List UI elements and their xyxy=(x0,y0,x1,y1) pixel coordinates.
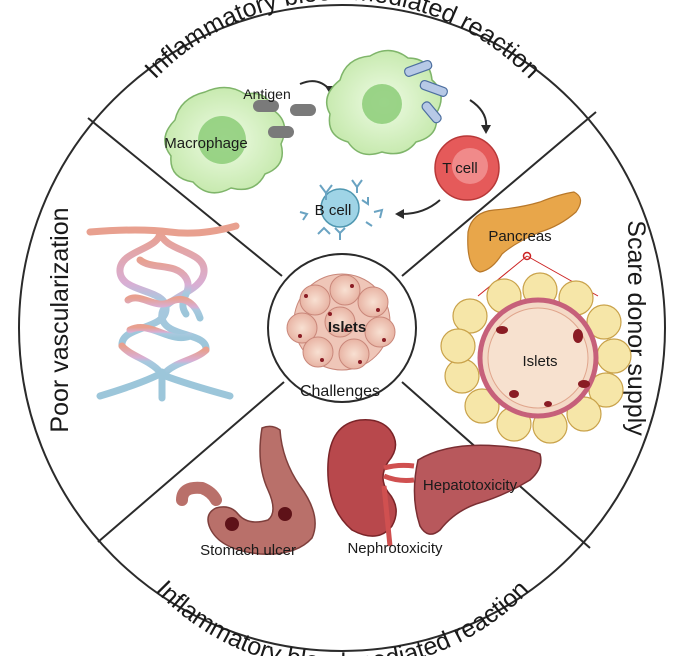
section-right-donor: Scare donor supply Pancreas xyxy=(440,191,650,444)
b-cell: B cell xyxy=(299,179,384,240)
center-title: Islets xyxy=(328,319,366,336)
islet-tissue: Islets xyxy=(440,272,632,444)
label-macrophage: Macrophage xyxy=(164,135,247,152)
macrophage-cell: Macrophage xyxy=(164,86,286,194)
t-cell: T cell xyxy=(434,135,500,201)
activated-cell xyxy=(325,49,448,156)
heading-right: Scare donor supply xyxy=(622,220,650,436)
zoom-marker xyxy=(522,251,532,261)
islet-cluster xyxy=(286,273,396,371)
label-antigen: Antigen xyxy=(243,86,290,102)
label-kidney: Nephrotoxicity xyxy=(347,540,443,557)
section-left-vascular: Poor vascularization xyxy=(46,207,240,433)
antigen-particles xyxy=(253,100,316,138)
liver-organ: Hepatotoxicity xyxy=(413,444,542,535)
pancreas-organ xyxy=(467,191,582,273)
label-liver: Hepatotoxicity xyxy=(423,477,518,494)
arrow-to-b-cell xyxy=(401,199,441,215)
label-stomach: Stomach ulcer xyxy=(200,542,296,559)
heading-left: Poor vascularization xyxy=(46,207,74,432)
label-t-cell: T cell xyxy=(442,160,478,177)
center-subtitle: Challenges xyxy=(300,383,380,400)
stomach-organ: Stomach ulcer xyxy=(176,425,316,559)
label-b-cell: B cell xyxy=(315,202,352,219)
vessel-network xyxy=(86,222,240,402)
kidney-organ: Nephrotoxicity xyxy=(327,418,443,557)
label-pancreas: Pancreas xyxy=(488,228,551,245)
center-hub: Islets Challenges xyxy=(267,253,417,403)
islet-dots xyxy=(298,284,386,364)
label-islets-tissue: Islets xyxy=(522,353,557,370)
